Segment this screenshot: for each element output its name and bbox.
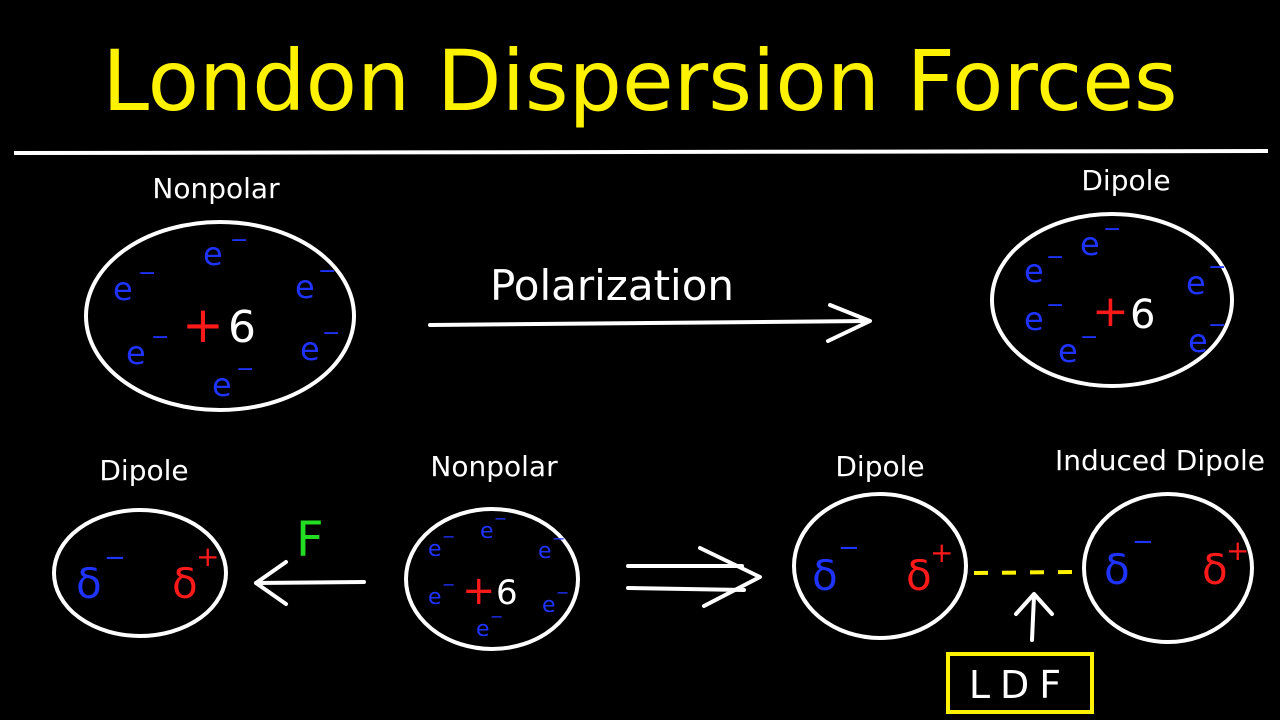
nucleus-charge: 6 (496, 573, 518, 613)
ldf-dashed-line (973, 570, 1073, 575)
electron: e (1186, 264, 1206, 302)
electron-sign: − (1103, 217, 1121, 242)
nonpolar-atom-circle (84, 220, 356, 412)
electron: e (300, 330, 320, 368)
implies-arrow (626, 546, 762, 608)
dipole-atom-circle (990, 212, 1234, 388)
electron-sign: − (1080, 325, 1098, 350)
top-dipole-label: Dipole (1081, 164, 1170, 197)
electron-sign: − (442, 527, 455, 546)
delta-negative: δ (76, 559, 102, 608)
electron-sign: − (322, 321, 340, 346)
force-label: F (296, 512, 324, 568)
ldf-up-arrow (1014, 592, 1054, 642)
electron-sign: − (1046, 293, 1064, 318)
electron: e (1058, 332, 1078, 370)
delta-positive-sign: + (930, 536, 953, 569)
electron-sign: − (230, 228, 248, 253)
electron-sign: − (1208, 313, 1226, 338)
nonpolar-atom-electrons: e − e − e − e − e − e − (113, 228, 340, 404)
nucleus-plus: + (182, 296, 224, 354)
electron: e (480, 519, 494, 544)
bottom-nonpolar-electrons: e − e − e − e − e − e − (428, 509, 569, 642)
polarization-arrow (428, 303, 872, 343)
delta-negative-sign: − (104, 543, 126, 573)
nucleus-plus: + (1092, 286, 1129, 337)
delta-negative: δ (1104, 545, 1130, 594)
bottom-nonpolar-label: Nonpolar (430, 450, 558, 483)
dipole-atom-electrons: e − e − e − e − e − e − (1024, 217, 1226, 370)
electron: e (476, 617, 490, 642)
electron: e (295, 268, 315, 306)
delta-positive-sign: + (196, 540, 219, 573)
title: London Dispersion Forces (102, 32, 1177, 130)
delta-positive-sign: + (1226, 534, 1249, 567)
ldf-label: LDF (969, 663, 1071, 707)
electron-sign: − (151, 325, 169, 350)
top-nonpolar-label: Nonpolar (152, 172, 280, 205)
nucleus-charge: 6 (228, 302, 256, 353)
delta-negative: δ (812, 551, 838, 600)
title-divider (13, 149, 1269, 155)
electron: e (203, 235, 223, 273)
electron: e (428, 585, 442, 610)
electron: e (538, 539, 552, 564)
delta-negative-sign: − (1132, 527, 1154, 557)
bottom-dipole2-label: Dipole (835, 450, 924, 483)
delta-positive: δ (1202, 545, 1228, 594)
induced-dipole-label: Induced Dipole (1055, 444, 1265, 477)
electron-sign: − (556, 583, 569, 602)
electron: e (113, 270, 133, 308)
bottom-dipole-circle (52, 508, 228, 638)
electron-sign: − (552, 529, 565, 548)
electron: e (1024, 300, 1044, 338)
electron: e (1080, 225, 1100, 263)
electron: e (1188, 322, 1208, 360)
polarization-label: Polarization (490, 261, 734, 310)
electron-sign: − (442, 575, 455, 594)
electron-sign: − (494, 509, 507, 528)
electron-sign: − (1046, 245, 1064, 270)
electron: e (126, 334, 146, 372)
electron: e (212, 366, 232, 404)
bottom-dipole2-circle (792, 492, 968, 640)
bottom-dipole-label: Dipole (99, 454, 188, 487)
electron-sign: − (236, 357, 254, 382)
electron-sign: − (318, 259, 336, 284)
delta-positive: δ (906, 551, 932, 600)
ldf-box (946, 652, 1094, 714)
delta-positive: δ (172, 559, 198, 608)
nucleus-plus: + (462, 568, 496, 614)
force-arrow (254, 560, 366, 606)
electron-sign: − (490, 607, 503, 626)
electron: e (1024, 252, 1044, 290)
electron: e (542, 593, 556, 618)
electron-sign: − (1208, 255, 1226, 280)
electron-sign: − (138, 261, 156, 286)
delta-negative-sign: − (838, 533, 860, 563)
bottom-nonpolar-circle (404, 507, 580, 651)
nucleus-charge: 6 (1130, 292, 1155, 338)
electron: e (428, 537, 442, 562)
induced-dipole-circle (1082, 492, 1254, 644)
